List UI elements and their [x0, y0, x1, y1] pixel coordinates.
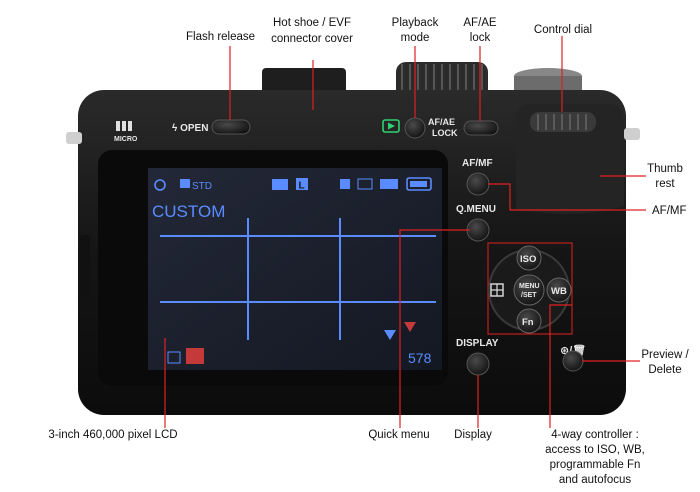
callout-four-way-1: 4-way controller : — [551, 429, 639, 441]
afmf-label: AF/MF — [462, 158, 493, 169]
lcd-grid — [160, 218, 436, 340]
afmf-button[interactable] — [466, 172, 490, 196]
brand-mark: MICRO — [114, 136, 138, 143]
callout-thumb-rest-2: rest — [655, 178, 675, 190]
callout-hot-shoe-2: connector cover — [271, 33, 353, 45]
callout-playback-2: mode — [401, 32, 430, 44]
callout-afae-1: AF/AE — [463, 17, 497, 29]
af-area-key-icon[interactable] — [490, 283, 504, 297]
battery-icon — [406, 177, 432, 191]
lcd-mode-text: CUSTOM — [152, 202, 225, 221]
fn-label: Fn — [522, 317, 534, 328]
iso-label: ISO — [520, 254, 536, 265]
flash-open-label: ϟ OPEN — [172, 123, 208, 134]
wb-button[interactable] — [546, 277, 572, 303]
flash-open-button[interactable] — [211, 119, 251, 135]
wb-label: WB — [551, 286, 567, 297]
display-label: DISPLAY — [456, 338, 499, 349]
callout-labels: Flash release Hot shoe / EVF connector c… — [48, 17, 689, 486]
callout-four-way-3: programmable Fn — [550, 459, 641, 471]
afae-label-top: AF/AE — [428, 117, 455, 127]
custom-set-icon — [384, 330, 396, 340]
quality-badge: L — [299, 181, 305, 192]
exposure-icon — [357, 178, 373, 190]
callout-preview-1: Preview / — [641, 349, 689, 361]
metering-icon — [340, 179, 350, 189]
menu-set-button[interactable] — [513, 274, 545, 306]
lcd-frame-count: 578 — [408, 350, 432, 366]
qmenu-label: Q.MENU — [456, 204, 496, 215]
fn-button[interactable] — [516, 308, 542, 334]
af-mode-icon — [186, 348, 204, 364]
callout-lcd: 3-inch 460,000 pixel LCD — [48, 429, 177, 441]
lcd-status-bar: STD L — [154, 177, 432, 192]
callout-preview-2: Delete — [648, 364, 681, 376]
callout-playback-1: Playback — [392, 17, 439, 29]
leader-lines — [164, 36, 646, 428]
callout-control-dial: Control dial — [534, 24, 592, 36]
four-way-highlight — [487, 242, 573, 335]
quality-badge-box — [296, 178, 308, 190]
preview-delete-button[interactable] — [562, 350, 584, 372]
strap-lug-left — [66, 132, 82, 144]
aspect-ratio-icon — [272, 179, 288, 190]
afae-label-bottom: LOCK — [432, 128, 458, 138]
quick-menu-button[interactable] — [466, 218, 490, 242]
callout-thumb-rest-1: Thumb — [647, 163, 683, 175]
playback-button[interactable] — [404, 117, 426, 139]
callout-flash-release: Flash release — [186, 31, 255, 43]
micro-four-thirds-logo: MICRO — [114, 121, 138, 143]
afae-lock-button[interactable] — [463, 120, 499, 136]
lcd-screen — [148, 168, 442, 370]
menu-label-top: MENU — [519, 283, 540, 290]
iso-off-icon — [380, 179, 398, 189]
af-area-icon — [167, 351, 181, 364]
control-dial[interactable] — [530, 112, 596, 132]
callout-four-way-2: access to ISO, WB, — [545, 444, 645, 456]
callout-hot-shoe-1: Hot shoe / EVF — [273, 17, 351, 29]
lcd-std-text: STD — [192, 181, 212, 192]
callout-afmf: AF/MF — [652, 205, 687, 217]
playback-icon — [382, 119, 400, 133]
callout-display: Display — [454, 429, 492, 441]
flash-mode-icon — [154, 179, 166, 191]
record-icon — [404, 322, 416, 332]
callout-four-way-4: and autofocus — [559, 474, 632, 486]
iso-button[interactable] — [516, 245, 542, 271]
callout-afae-2: lock — [470, 32, 491, 44]
menu-label-bottom: /SET — [521, 292, 537, 299]
side-port-cover — [80, 235, 90, 295]
callout-quick-menu: Quick menu — [368, 429, 429, 441]
strap-lug-right — [624, 128, 640, 140]
hot-shoe-cover — [262, 68, 346, 96]
film-mode-icon — [180, 179, 190, 188]
display-button[interactable] — [466, 352, 490, 376]
